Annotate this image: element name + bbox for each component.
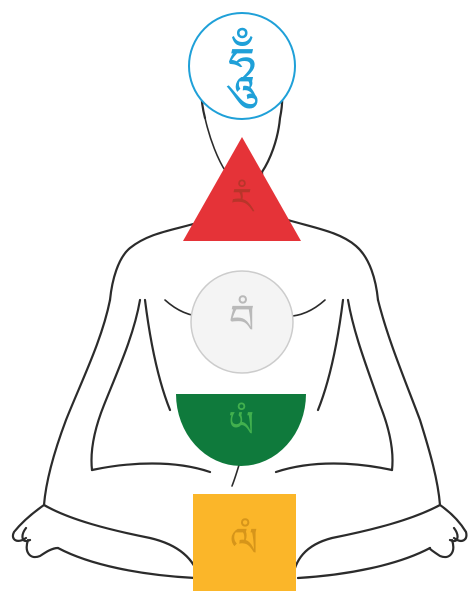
right-arm-outline — [348, 300, 440, 505]
right-hand-outline — [430, 505, 467, 557]
base-syllable: ལཾ — [230, 518, 258, 566]
left-arm-outline — [44, 300, 140, 505]
crown-center: ཧཱུྃ — [189, 13, 295, 119]
throat-syllable: རཾ — [231, 179, 255, 223]
heart-syllable: བཾ — [229, 295, 255, 343]
base-center: ལཾ — [193, 494, 296, 591]
throat-center: རཾ — [183, 137, 301, 241]
heart-center: བཾ — [191, 271, 293, 373]
left-hand-outline — [13, 505, 58, 557]
navel-center: ཡཾ — [176, 394, 306, 466]
navel-syllable: ཡཾ — [228, 402, 254, 446]
